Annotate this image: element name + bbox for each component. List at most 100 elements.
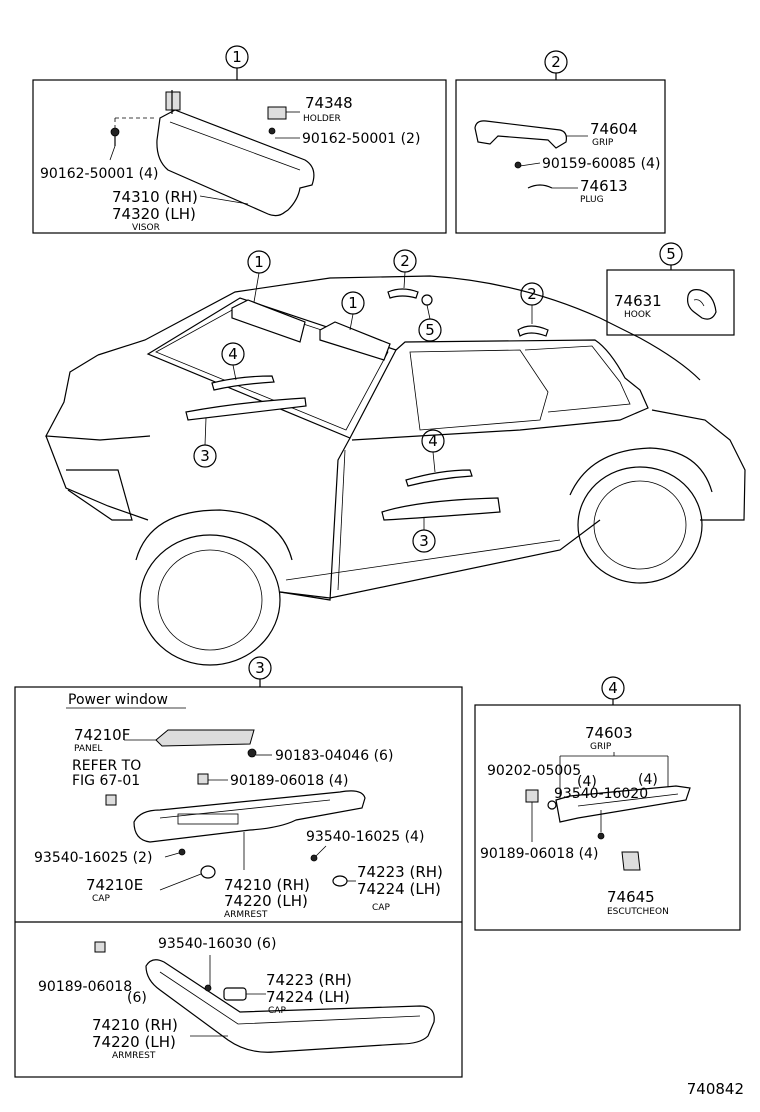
cap2-label: CAP bbox=[92, 894, 110, 904]
hook-part-number: 74631 bbox=[614, 292, 662, 310]
car-grip-rear bbox=[517, 325, 549, 337]
visor-drawing bbox=[156, 109, 315, 217]
car-door-grip-front bbox=[211, 375, 275, 391]
cap-label: CAP bbox=[372, 903, 390, 913]
armrest2-label: ARMREST bbox=[112, 1051, 156, 1061]
armrest-lh-part-number: 74220 (LH) bbox=[224, 892, 308, 910]
panel-label: PANEL bbox=[74, 744, 102, 754]
clip-drawing bbox=[197, 773, 209, 785]
section-3-armrest: 3 Power window 74210F PANEL 90183-04046 … bbox=[14, 656, 463, 1078]
screw-icon bbox=[110, 127, 120, 137]
callout-number: 4 bbox=[608, 679, 618, 697]
screw-icon bbox=[547, 800, 557, 810]
clip-a-part-number: 90189-06018 (4) bbox=[230, 773, 348, 789]
car-hook bbox=[421, 294, 433, 306]
clip-drawing bbox=[105, 794, 117, 806]
escutcheon-part-number: 74645 bbox=[607, 888, 655, 906]
visor-rh-part-number: 74310 (RH) bbox=[112, 188, 198, 206]
section-box bbox=[14, 686, 463, 1078]
armrest-label: ARMREST bbox=[224, 910, 268, 920]
holder-part-number: 74348 bbox=[305, 94, 353, 112]
grip-label: GRIP bbox=[592, 138, 614, 148]
car-callout-2a: 2 bbox=[400, 252, 410, 270]
grip-part-number: 74604 bbox=[590, 120, 638, 138]
refer-to-text: REFER TO bbox=[72, 758, 141, 774]
car-callout-3b: 3 bbox=[419, 532, 429, 550]
cap3-rh-part-number: 74223 (RH) bbox=[266, 971, 352, 989]
car-callout-4b: 4 bbox=[428, 432, 438, 450]
section-4-door-grip: 4 74603 GRIP 90202-05005 (4) (4) 93540-1… bbox=[474, 676, 741, 931]
cap3-label: CAP bbox=[268, 1006, 286, 1016]
screw-c-part-number: 93540-16025 (2) bbox=[34, 850, 152, 866]
car-grip-front bbox=[387, 288, 419, 299]
cap-rh-part-number: 74223 (RH) bbox=[357, 863, 443, 881]
refer-fig-text: FIG 67-01 bbox=[72, 773, 140, 789]
grip-drawing bbox=[474, 120, 567, 149]
plug-drawing bbox=[527, 184, 553, 189]
grip-part-number: 74603 bbox=[585, 724, 633, 742]
screw-a-part-number: 90202-05005 bbox=[487, 763, 581, 779]
section-2-grip: 2 74604 GRIP 90159-60085 (4) 74613 PLUG bbox=[455, 50, 666, 234]
panel-part-number: 74210F bbox=[74, 726, 130, 744]
screw-icon bbox=[597, 832, 605, 840]
cap3-drawing bbox=[223, 987, 247, 1001]
screw-left-part-number: 90162-50001 (4) bbox=[40, 166, 158, 182]
visor-label: VISOR bbox=[132, 223, 160, 233]
car-callout-1b: 1 bbox=[348, 294, 358, 312]
door-grip-drawing bbox=[555, 785, 691, 823]
screw-a-part-number: 90183-04046 (6) bbox=[275, 748, 393, 764]
grip-label: GRIP bbox=[590, 742, 612, 752]
car-callout-4a: 4 bbox=[228, 345, 238, 363]
car-illustration: 1 1 2 2 5 4 4 3 3 bbox=[45, 249, 746, 666]
callout-number: 2 bbox=[551, 53, 561, 71]
screw-icon bbox=[310, 854, 318, 862]
plug-label: PLUG bbox=[580, 195, 604, 205]
armrest2-drawing bbox=[145, 959, 435, 1053]
screw-icon bbox=[268, 127, 276, 135]
holder-label: HOLDER bbox=[303, 114, 341, 124]
section-5-hook: 5 74631 HOOK bbox=[606, 242, 735, 336]
power-window-heading: Power window bbox=[68, 692, 168, 708]
clip-part-number: 90189-06018 (4) bbox=[480, 846, 598, 862]
screw-icon bbox=[178, 848, 186, 856]
holder-drawing bbox=[267, 106, 287, 120]
callout-number: 3 bbox=[255, 659, 265, 677]
visor-hinge bbox=[165, 91, 181, 111]
car-visor-right bbox=[319, 321, 391, 361]
screw-icon bbox=[514, 161, 522, 169]
visor-lh-part-number: 74320 (LH) bbox=[112, 205, 196, 223]
cap-drawing bbox=[200, 865, 216, 879]
callout-number: 1 bbox=[232, 48, 242, 66]
screw-icon bbox=[247, 748, 257, 758]
screw-a-quantity: (4) bbox=[577, 774, 597, 790]
screw-right-part-number: 90162-50001 (2) bbox=[302, 131, 420, 147]
section-box bbox=[455, 79, 666, 234]
hook-label: HOOK bbox=[624, 310, 652, 320]
clip-b-quantity: (6) bbox=[127, 990, 147, 1006]
armrest2-rh-part-number: 74210 (RH) bbox=[92, 1016, 178, 1034]
armrest-drawing bbox=[133, 790, 366, 843]
car-callout-2b: 2 bbox=[527, 285, 537, 303]
screw-part-number: 90159-60085 (4) bbox=[542, 156, 660, 172]
callout-number: 5 bbox=[666, 245, 676, 263]
car-callout-5: 5 bbox=[425, 321, 435, 339]
armrest-rh-part-number: 74210 (RH) bbox=[224, 876, 310, 894]
armrest2-lh-part-number: 74220 (LH) bbox=[92, 1033, 176, 1051]
car-armrest-front bbox=[185, 397, 307, 421]
screw-b-quantity: (4) bbox=[638, 772, 658, 788]
cap2-part-number: 74210E bbox=[86, 876, 143, 894]
cap-lh-part-number: 74224 (LH) bbox=[357, 880, 441, 898]
plug-part-number: 74613 bbox=[580, 177, 628, 195]
hook-drawing bbox=[687, 289, 717, 320]
clip-drawing bbox=[94, 941, 106, 953]
front-wheel bbox=[139, 534, 281, 666]
section-box bbox=[474, 704, 741, 931]
section-1-visor: 1 74348 HOLDER 90162-50001 (2) 90162-500… bbox=[32, 45, 447, 234]
clip-drawing bbox=[525, 789, 539, 803]
clip-b-part-number: 90189-06018 bbox=[38, 979, 132, 995]
screw-icon bbox=[204, 984, 212, 992]
section-box bbox=[606, 269, 735, 336]
rear-wheel bbox=[577, 466, 703, 584]
screw-b-part-number: 93540-16020 bbox=[554, 786, 648, 802]
